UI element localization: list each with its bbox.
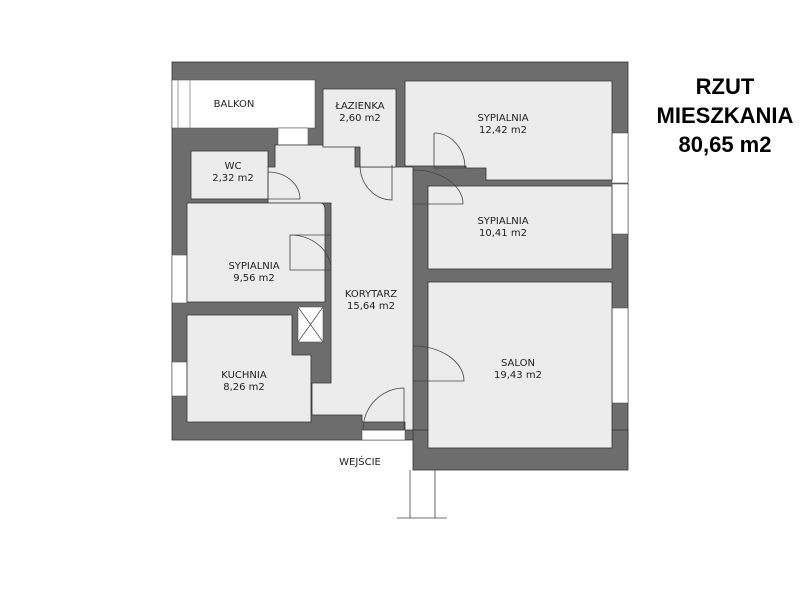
label-balkon: BALKON: [214, 99, 255, 110]
label-sypialnia-3: SYPIALNIA: [228, 261, 279, 272]
label-lazienka: ŁAZIENKA: [334, 101, 384, 112]
area-salon: 19,43 m2: [494, 370, 542, 381]
total-area: 80,65 m2: [678, 132, 772, 157]
balcony-area: [171, 79, 316, 129]
area-sypialnia-3: 9,56 m2: [233, 273, 275, 284]
room-sypialnia-1: [404, 80, 613, 181]
label-entrance: WEJŚCIE: [339, 455, 381, 468]
area-wc: 2,32 m2: [212, 173, 254, 184]
area-lazienka: 2,60 m2: [339, 113, 381, 124]
area-sypialnia-2: 10,41 m2: [479, 228, 527, 239]
label-kuchnia: KUCHNIA: [221, 370, 267, 381]
door-salon: [412, 345, 465, 382]
title-line-2: MIESZKANIA: [656, 103, 794, 128]
room-kuchnia: [186, 314, 312, 423]
area-kuchnia: 8,26 m2: [223, 382, 265, 393]
label-salon: SALON: [501, 358, 535, 369]
window: [611, 183, 629, 235]
title-line-1: RZUT: [695, 74, 755, 99]
door-entrance: [362, 387, 405, 431]
label-wc: WC: [225, 161, 242, 172]
door-sypialnia-2: [412, 169, 464, 205]
room-sypialnia-3: [186, 202, 326, 303]
door-lazienka: [359, 164, 393, 201]
label-sypialnia-1: SYPIALNIA: [477, 113, 528, 124]
balcony-door: [277, 127, 309, 146]
plan-title: RZUT MIESZKANIA 80,65 m2: [640, 72, 800, 159]
doors: [267, 132, 466, 431]
window: [171, 254, 188, 304]
window: [611, 132, 629, 184]
area-korytarz: 15,64 m2: [347, 301, 395, 312]
window: [171, 361, 188, 397]
room-wc: [190, 150, 269, 200]
area-sypialnia-1: 12,42 m2: [479, 125, 527, 136]
door-sypialnia-1: [433, 132, 466, 169]
room-sypialnia-2: [427, 185, 613, 270]
window: [611, 307, 629, 404]
label-sypialnia-2: SYPIALNIA: [477, 216, 528, 227]
entrance-door-gap: [361, 429, 406, 441]
door-wc: [267, 171, 301, 200]
label-korytarz: KORYTARZ: [345, 289, 397, 300]
door-sypialnia-3: [289, 234, 332, 271]
